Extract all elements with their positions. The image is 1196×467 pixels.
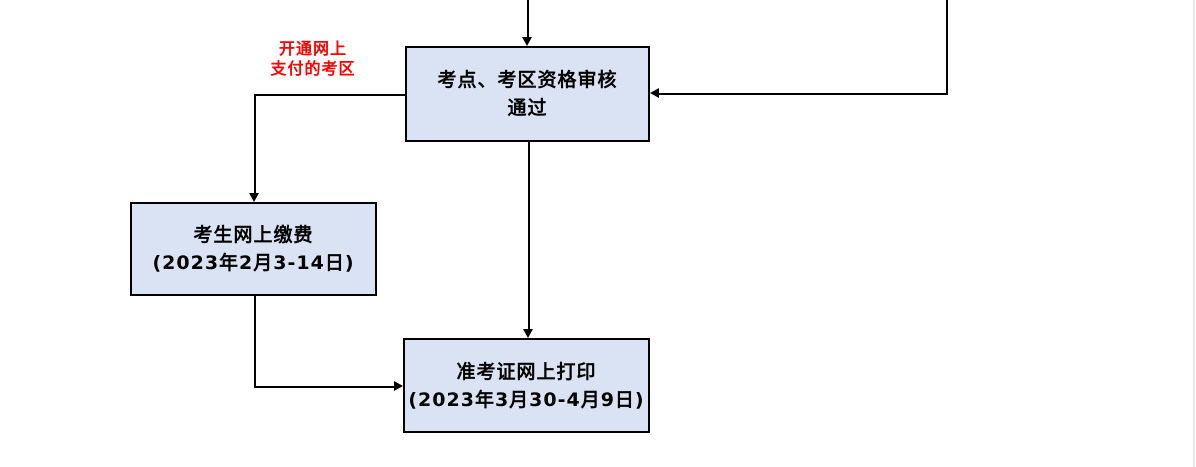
arrowhead-review-to-pay (249, 193, 259, 202)
arrowhead-review-to-print (523, 329, 533, 338)
node-online-payment: 考生网上缴费 (2023年2月3-14日) (130, 202, 377, 296)
node-print-admission-ticket: 准考证网上打印 (2023年3月30-4月9日) (403, 338, 650, 433)
arrowhead-pay-to-print (394, 381, 403, 391)
node-review-line2: 通过 (507, 97, 548, 119)
page-edge-line (1193, 0, 1195, 467)
annotation-line2: 支付的考区 (270, 59, 356, 78)
node-print-line2: (2023年3月30-4月9日) (408, 388, 645, 411)
node-print-line1: 准考证网上打印 (456, 360, 597, 383)
arrow-line-review-to-pay-horizontal (255, 94, 405, 96)
arrowhead-right-entry (650, 88, 659, 98)
annotation-line1: 开通网上 (278, 39, 347, 58)
arrow-line-right-entry-vertical (946, 0, 948, 94)
arrow-line-right-entry-horizontal (659, 93, 948, 95)
arrow-line-review-to-pay-vertical (254, 94, 256, 194)
arrow-line-review-to-print (528, 142, 530, 330)
node-pay-line1: 考生网上缴费 (193, 224, 314, 246)
node-pay-line2: (2023年2月3-14日) (152, 252, 355, 274)
arrowhead-top-entry (522, 37, 532, 46)
arrow-line-top-entry (527, 0, 529, 38)
arrow-line-pay-to-print-vertical (254, 296, 256, 388)
annotation-online-payment-regions: 开通网上 支付的考区 (240, 39, 386, 79)
node-review-line1: 考点、考区资格审核 (437, 69, 618, 91)
arrow-line-pay-to-print-horizontal (255, 386, 394, 388)
node-review-passed: 考点、考区资格审核 通过 (405, 46, 650, 142)
